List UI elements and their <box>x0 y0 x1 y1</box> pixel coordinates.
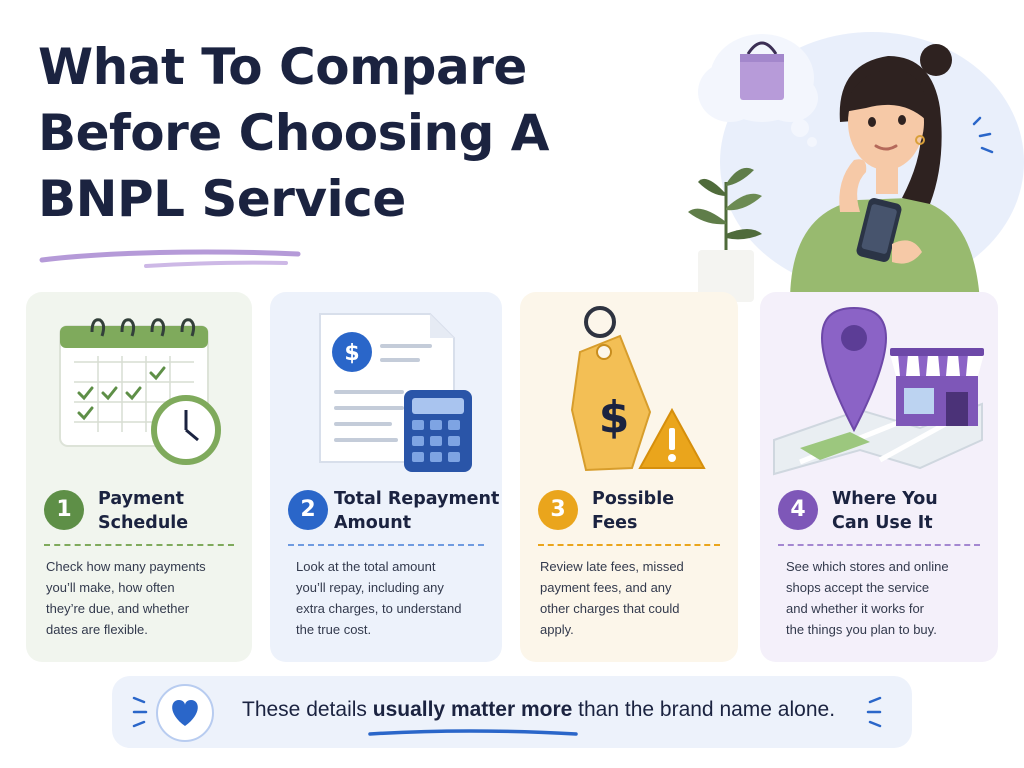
price-tag-warning-icon: $ <box>570 306 706 472</box>
card-description: Check how many payments you’ll make, how… <box>46 559 206 637</box>
divider <box>538 544 720 546</box>
title-underline-swoosh <box>39 249 301 268</box>
step-number-4: 4 <box>778 490 818 530</box>
divider <box>44 544 234 546</box>
card-payment-schedule: 1 Payment Schedule Check how many paymen… <box>26 292 252 662</box>
map-pin-store-icon <box>773 306 984 476</box>
woman-thinking-with-phone-icon <box>688 32 1024 302</box>
sparkle-left-icon <box>132 696 148 728</box>
divider <box>288 544 484 546</box>
card-title: Total Repayment Amount <box>334 489 500 533</box>
card-where-to-use: 4 Where You Can Use It See which stores … <box>760 292 998 662</box>
sparkle-icon <box>972 116 994 154</box>
shopping-bag-icon <box>740 41 784 100</box>
card-title: Where You Can Use It <box>832 489 938 533</box>
emphasis-underline <box>368 729 578 736</box>
card-title: Payment Schedule <box>98 489 189 533</box>
heart-badge <box>156 684 214 742</box>
card-total-repayment: $ 2 Total Repayment Amount Look at the t… <box>270 292 502 662</box>
page-title: What To Compare Before Choosing A BNPL S… <box>38 34 678 232</box>
divider <box>778 544 980 546</box>
banner-message: These details usually matter more than t… <box>242 698 836 721</box>
step-number-3: 3 <box>538 490 578 530</box>
step-number-1: 1 <box>44 490 84 530</box>
sparkle-right-icon <box>866 696 882 728</box>
step-number-2: 2 <box>288 490 328 530</box>
card-possible-fees: $ 3 Possible Fees Review late fees, miss… <box>520 292 738 662</box>
card-description: Look at the total amount you’ll repay, i… <box>296 559 462 637</box>
title-line-3: BNPL Service <box>38 170 406 228</box>
woman-figure <box>790 44 980 302</box>
svg-text:$: $ <box>344 341 359 366</box>
calendar-clock-icon <box>59 318 221 465</box>
card-description: Review late fees, missed payment fees, a… <box>540 559 684 637</box>
card-description: See which stores and online shops accept… <box>786 559 949 637</box>
plant-icon <box>688 167 762 302</box>
heart-icon <box>172 700 198 726</box>
title-line-1: What To Compare <box>38 38 527 96</box>
title-line-2: Before Choosing A <box>38 104 549 162</box>
document-calculator-icon: $ <box>319 313 472 472</box>
svg-text:$: $ <box>599 392 630 443</box>
key-takeaway-banner: These details usually matter more than t… <box>112 676 912 748</box>
card-title: Possible Fees <box>592 489 675 533</box>
